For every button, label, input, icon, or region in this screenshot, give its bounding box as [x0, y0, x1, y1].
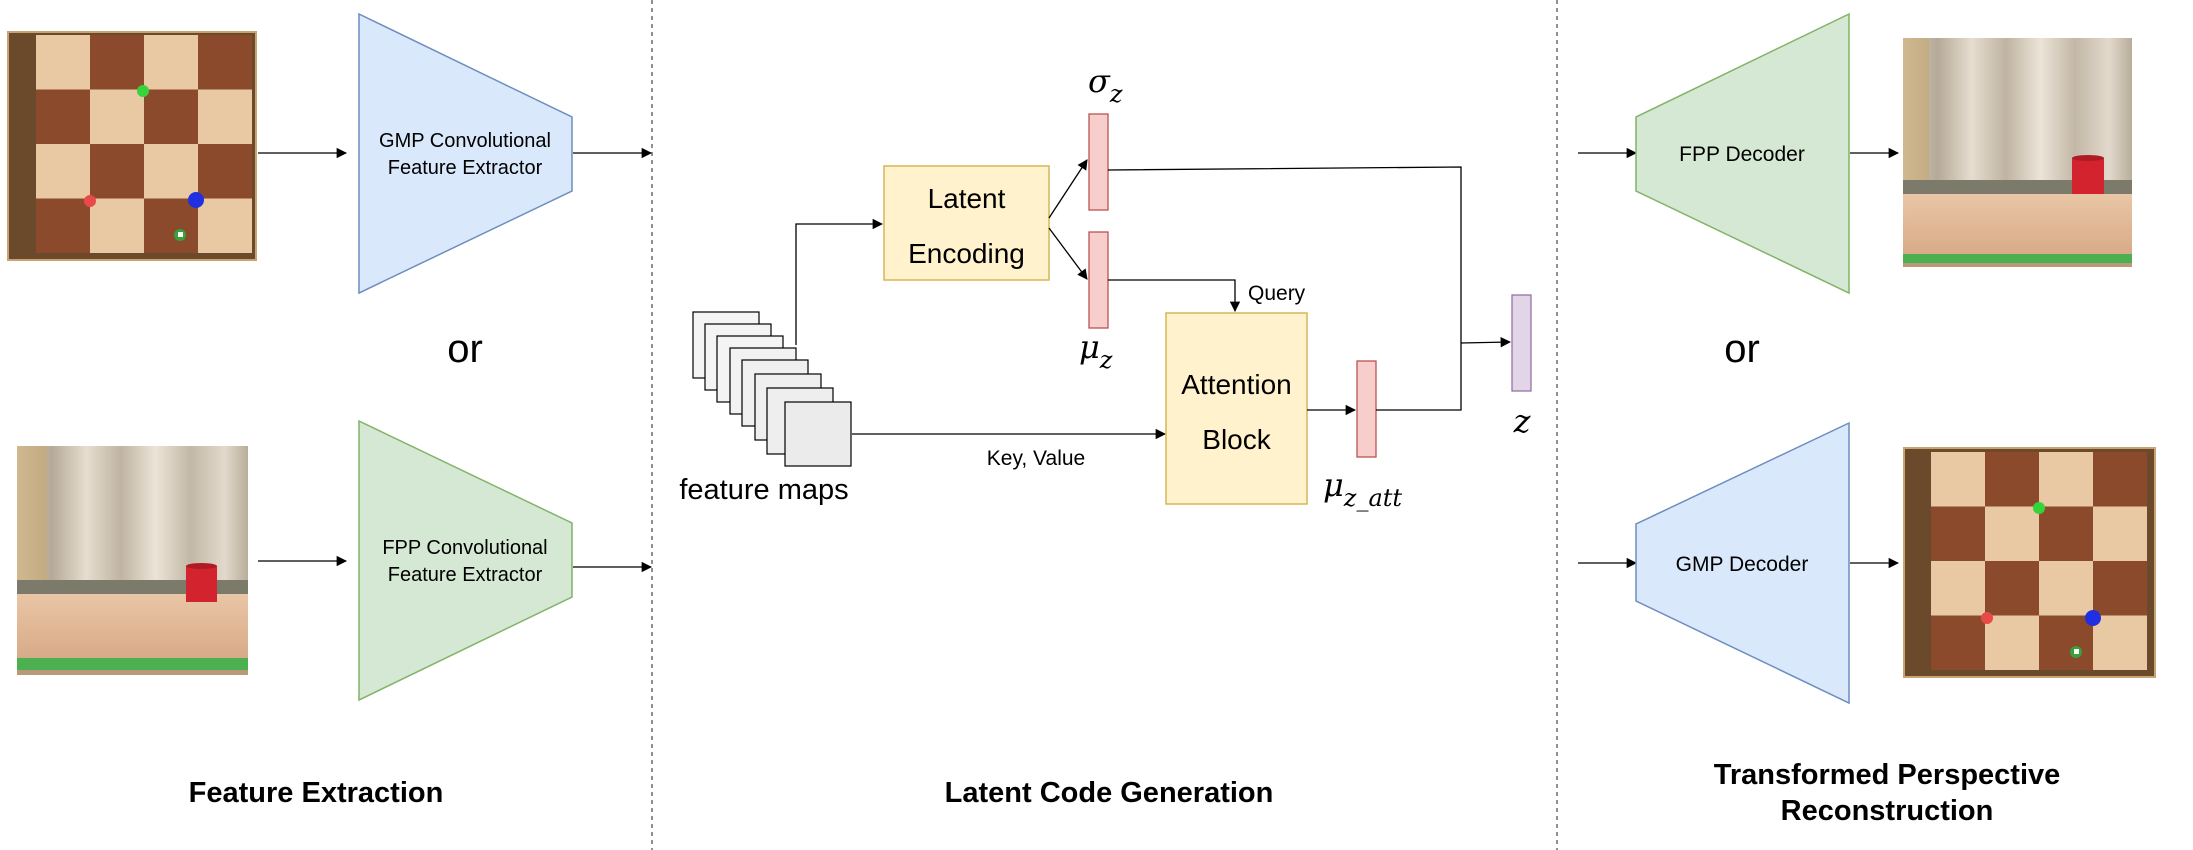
section-title-latent-code-generation: Latent Code Generation	[945, 777, 1274, 809]
fpp-extractor-label-line1: FPP Convolutional	[382, 537, 547, 559]
line-mu-att-to-z	[1376, 343, 1462, 411]
arrow-mu-to-attention-query	[1108, 279, 1241, 313]
feature-maps-label: feature maps	[679, 474, 848, 506]
gmp-extractor-label-line2: Feature Extractor	[388, 157, 543, 179]
gmp-extractor-label-line1: GMP Convolutional	[379, 130, 551, 152]
gmp-board-image-output	[1903, 447, 2156, 678]
arrow-encoding-to-mu	[1048, 227, 1088, 280]
arrow-combined-to-z	[1460, 336, 1512, 348]
mu-z-att-vector	[1356, 360, 1377, 458]
gmp-decoder-label: GMP Decoder	[1676, 553, 1809, 576]
or-label-left: or	[447, 327, 483, 371]
section-title-reconstruction-line2: Reconstruction	[1781, 795, 1994, 827]
gmp-board-image-input	[7, 31, 257, 261]
line-sigma-to-z	[1107, 166, 1462, 343]
key-value-label: Key, Value	[987, 447, 1085, 470]
latent-encoding-block	[883, 165, 1050, 281]
gmp-decoder	[1635, 421, 1850, 705]
mu-z-vector	[1088, 231, 1109, 329]
section-title-reconstruction-line1: Transformed Perspective	[1714, 759, 2061, 791]
fpp-feature-extractor	[358, 419, 573, 702]
sigma-z-label: σz	[1088, 62, 1123, 108]
mu-z-label: μz	[1079, 328, 1113, 374]
attention-block-label-line1: Attention	[1181, 369, 1292, 400]
fpp-scene-image-input	[17, 446, 248, 675]
fpp-scene-image-output	[1903, 38, 2132, 267]
arrow-feature-maps-to-encoding	[795, 218, 884, 345]
fpp-extractor-label-line2: Feature Extractor	[388, 564, 543, 586]
latent-encoding-label-line2: Encoding	[908, 238, 1025, 269]
fpp-decoder	[1635, 12, 1850, 295]
query-label: Query	[1248, 282, 1306, 305]
z-label: z	[1513, 402, 1532, 440]
gmp-feature-extractor	[358, 12, 573, 295]
attention-block-label-line2: Block	[1202, 424, 1271, 455]
arrow-encoding-to-sigma	[1048, 159, 1088, 219]
sigma-z-vector	[1088, 113, 1109, 211]
mu-z-att-label: μz_att	[1323, 466, 1402, 512]
feature-maps-stack	[692, 311, 852, 467]
fpp-decoder-label: FPP Decoder	[1679, 143, 1805, 166]
section-title-feature-extraction: Feature Extraction	[189, 777, 444, 809]
latent-encoding-label-line1: Latent	[928, 183, 1006, 214]
z-vector	[1511, 294, 1532, 392]
attention-block	[1165, 312, 1308, 505]
or-label-right: or	[1724, 327, 1760, 371]
